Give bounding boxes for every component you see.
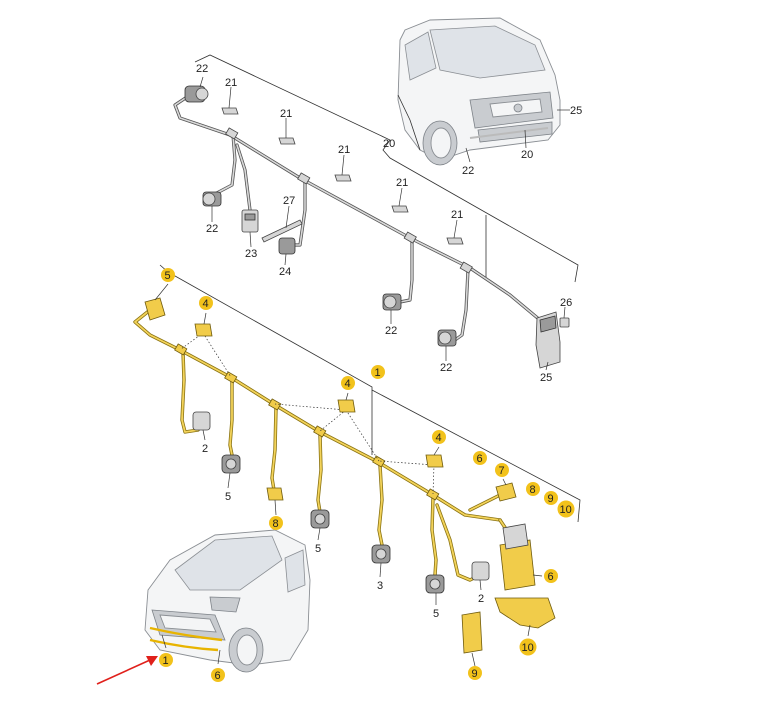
callout-label: 21 xyxy=(280,108,292,120)
callout-label: 4 xyxy=(345,378,351,390)
callout-label: 9 xyxy=(472,668,478,680)
group-bracket-lines xyxy=(159,54,581,523)
callout-label: 1 xyxy=(375,367,381,379)
rear-callouts: 22 21 21 21 21 21 20 22 23 27 24 22 22 2… xyxy=(196,63,582,384)
red-arrow xyxy=(96,656,158,685)
callout-label: 21 xyxy=(451,209,463,221)
callout-label: 3 xyxy=(377,580,383,592)
callout-label: 4 xyxy=(436,432,442,444)
callout-label: 26 xyxy=(560,297,572,309)
callout-label: 1 xyxy=(163,655,169,667)
front-car-illustration xyxy=(144,529,311,673)
callout-label: 22 xyxy=(440,362,452,374)
callout-label: 9 xyxy=(548,493,554,505)
callout-label: 21 xyxy=(396,177,408,189)
callout-label: 2 xyxy=(478,593,484,605)
callout-label: 8 xyxy=(273,518,279,530)
callout-leaders xyxy=(154,76,570,667)
front-yellow-callouts: 5 4 1 4 4 6 7 8 9 10 8 6 10 9 1 6 xyxy=(159,268,575,682)
callout-label: 2 xyxy=(202,443,208,455)
callout-label: 22 xyxy=(196,63,208,75)
callout-label: 6 xyxy=(215,670,221,682)
callout-label: 7 xyxy=(499,465,505,477)
callout-label: 24 xyxy=(279,266,291,278)
callout-label: 22 xyxy=(462,165,474,177)
callout-label: 6 xyxy=(477,453,483,465)
callout-label: 25 xyxy=(570,105,582,117)
callout-label: 5 xyxy=(315,543,321,555)
callout-label: 25 xyxy=(540,372,552,384)
callout-label: 5 xyxy=(225,491,231,503)
rear-car-illustration xyxy=(397,17,561,166)
callout-label: 20 xyxy=(383,138,395,150)
callout-label: 23 xyxy=(245,248,257,260)
front-plain-callouts: 2 5 5 3 5 2 xyxy=(202,443,484,620)
callout-label: 22 xyxy=(206,223,218,235)
callout-label: 10 xyxy=(560,504,572,516)
callout-label: 27 xyxy=(283,195,295,207)
callout-label: 5 xyxy=(165,270,171,282)
rear-wiring-harness xyxy=(173,93,542,342)
callout-label: 20 xyxy=(521,149,533,161)
rear-parts xyxy=(184,85,570,369)
callout-label: 4 xyxy=(203,298,209,310)
clip-leader-lines xyxy=(180,332,435,495)
callout-label: 6 xyxy=(548,571,554,583)
callout-label: 21 xyxy=(225,77,237,89)
callout-label: 10 xyxy=(522,642,534,654)
front-wiring-harness xyxy=(133,308,517,582)
callout-label: 8 xyxy=(530,484,536,496)
callout-label: 22 xyxy=(385,325,397,337)
callout-label: 21 xyxy=(338,144,350,156)
callout-label: 5 xyxy=(433,608,439,620)
